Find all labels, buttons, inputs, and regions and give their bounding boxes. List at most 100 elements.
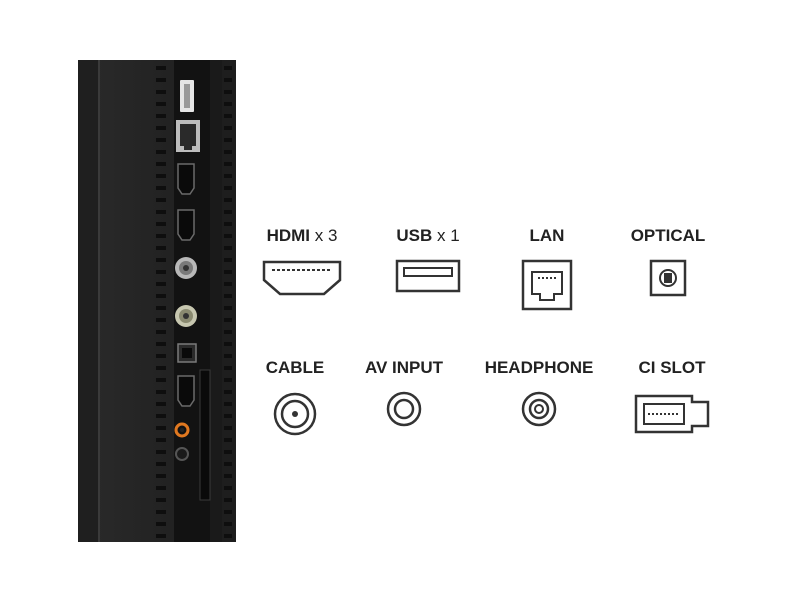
port-label: CI SLOT: [638, 358, 706, 377]
port-block-headphone: HEADPHONE: [482, 358, 596, 428]
cable-port: [175, 305, 197, 327]
usb-port: [180, 80, 194, 112]
vent-dash: [156, 390, 166, 394]
vent-dash: [224, 66, 232, 70]
optical-icon: [649, 259, 687, 297]
vent-dash: [156, 462, 166, 466]
vent-dash: [224, 414, 232, 418]
vent-dash: [156, 414, 166, 418]
hdmi-port: [177, 375, 195, 407]
av-input-port: [174, 422, 190, 438]
vent-dash: [224, 138, 232, 142]
lan-icon: [521, 259, 573, 311]
port-label: HDMI x 3: [266, 226, 338, 245]
vent-dash: [224, 90, 232, 94]
vent-dash: [224, 150, 232, 154]
vent-dash: [156, 234, 166, 238]
port-block-av-input: AV INPUT: [356, 358, 452, 428]
cable-port: [175, 257, 197, 279]
vent-dash: [156, 534, 166, 538]
vent-dash: [156, 342, 166, 346]
vent-dash: [224, 534, 232, 538]
port-label: CABLE: [265, 358, 325, 377]
vent-dash: [224, 498, 232, 502]
vent-dash: [224, 246, 232, 250]
port-label: HEADPHONE: [484, 358, 594, 377]
vent-dash: [224, 318, 232, 322]
vent-dash: [156, 330, 166, 334]
vent-dash: [224, 222, 232, 226]
vent-dash: [156, 474, 166, 478]
vent-dash: [156, 510, 166, 514]
ci-slot-icon: [634, 394, 710, 434]
vent-dash: [156, 366, 166, 370]
vent-dash: [224, 426, 232, 430]
vent-dash: [156, 222, 166, 226]
vent-dash: [224, 450, 232, 454]
vent-dash: [224, 174, 232, 178]
vent-dash: [224, 294, 232, 298]
vent-dash: [224, 438, 232, 442]
vent-dash: [224, 402, 232, 406]
vent-dash: [156, 270, 166, 274]
vent-dash: [156, 66, 166, 70]
vent-dash: [156, 162, 166, 166]
vent-dash: [156, 114, 166, 118]
port-block-lan: LAN: [502, 226, 592, 312]
vent-dash: [156, 90, 166, 94]
hdmi-port: [177, 163, 195, 195]
av-input-icon: [386, 391, 422, 427]
vent-dash: [156, 318, 166, 322]
usb-icon: [395, 259, 461, 293]
vent-dash: [156, 486, 166, 490]
vent-dash: [224, 390, 232, 394]
port-block-cable: CABLE: [250, 358, 340, 438]
optical-port: [177, 343, 197, 363]
vent-dash: [224, 522, 232, 526]
vent-dash: [156, 78, 166, 82]
vent-dash: [224, 486, 232, 490]
vent-dash: [224, 234, 232, 238]
hdmi-icon: [262, 260, 342, 296]
vent-dash: [156, 150, 166, 154]
lan-port: [176, 120, 200, 152]
vent-dash: [156, 258, 166, 262]
vent-dash: [224, 102, 232, 106]
vent-dash: [156, 126, 166, 130]
vent-dash: [156, 498, 166, 502]
headphone-icon: [521, 391, 557, 427]
vent-dash: [156, 402, 166, 406]
vent-dash: [156, 198, 166, 202]
vent-dash: [224, 330, 232, 334]
vent-dash: [156, 450, 166, 454]
port-label: USB x 1: [396, 226, 460, 245]
hdmi-port: [177, 209, 195, 241]
port-block-optical: OPTICAL: [620, 226, 716, 298]
ci-slot: [199, 369, 211, 501]
vent-dash: [224, 342, 232, 346]
vent-dash: [224, 258, 232, 262]
port-label: AV INPUT: [364, 358, 444, 377]
vent-dash: [156, 438, 166, 442]
vent-dash: [224, 78, 232, 82]
vent-dash: [156, 354, 166, 358]
vent-dash: [224, 366, 232, 370]
coax-icon: [273, 392, 317, 436]
vent-dash: [156, 102, 166, 106]
vent-dash: [224, 270, 232, 274]
port-label: OPTICAL: [630, 226, 706, 245]
vent-dash: [224, 114, 232, 118]
vent-dash: [156, 426, 166, 430]
vent-dash: [224, 210, 232, 214]
port-block-usb: USB x 1: [378, 226, 478, 294]
tv-back-panel: [78, 60, 236, 542]
vent-dashes-right: [224, 66, 232, 538]
vent-dash: [224, 474, 232, 478]
port-label: LAN: [529, 226, 565, 245]
vent-dash: [156, 174, 166, 178]
headphone-port: [175, 447, 189, 461]
vent-dash: [156, 210, 166, 214]
vent-dash: [224, 354, 232, 358]
vent-dash: [156, 522, 166, 526]
vent-dash: [224, 282, 232, 286]
